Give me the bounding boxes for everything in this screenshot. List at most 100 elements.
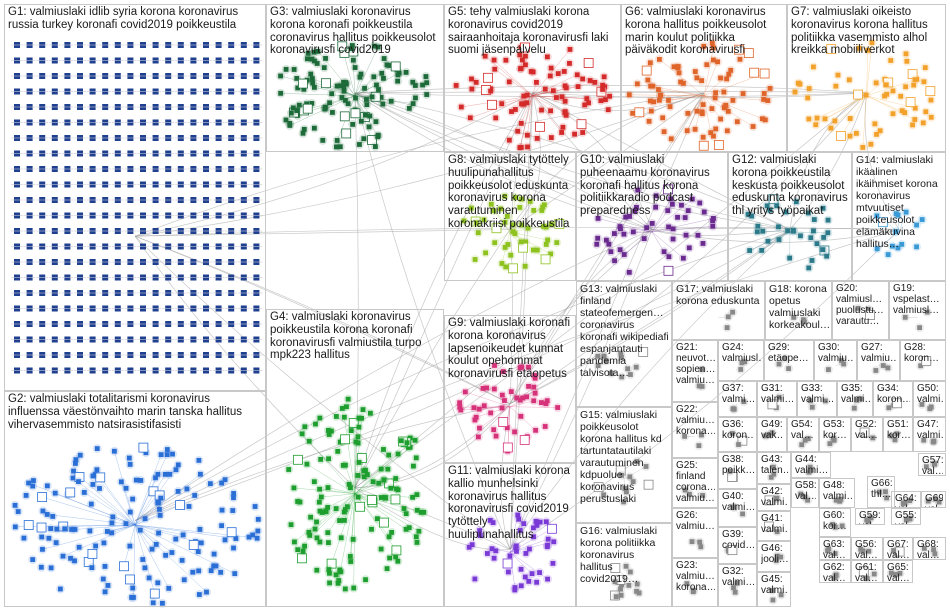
group-label-g54: G54: val… bbox=[791, 419, 816, 441]
group-cell-g12: G12: valmiuslaki korona poikkeustila kes… bbox=[728, 152, 852, 281]
group-cell-g37: G37: valmi… bbox=[718, 381, 757, 417]
group-cell-g52: G52: val… bbox=[851, 417, 883, 452]
group-cell-g15: G15: valmiuslaki poikkeusolot korona hal… bbox=[576, 407, 672, 523]
group-cell-g32: G32: valmi… bbox=[718, 564, 757, 607]
group-cell-g6: G6: valmiuslaki koronavirus korona halli… bbox=[621, 4, 787, 152]
group-cell-g53: G53: kor… bbox=[819, 417, 851, 452]
group-cell-g68: G68: val… bbox=[913, 537, 946, 560]
group-cell-g21: G21: neuvot… sopien… valmiu… bbox=[672, 340, 718, 402]
group-cell-g62: G62: val… bbox=[819, 560, 851, 583]
group-label-g21: G21: neuvot… sopien… valmiu… bbox=[676, 342, 715, 386]
group-label-g35: G35: valmi… bbox=[841, 383, 870, 405]
group-label-g12: G12: valmiuslaki korona poikkeustila kes… bbox=[732, 154, 849, 218]
group-label-g45: G45: valmi… bbox=[761, 574, 788, 596]
group-label-g7: G7: valmiuslaki oikeisto koronavirus kor… bbox=[791, 6, 943, 57]
group-label-g33: G33: valmi… bbox=[801, 383, 834, 405]
group-label-g69: G69: val… bbox=[925, 493, 943, 508]
group-label-g11: G11: valmiuslaki korona kallio munhelsin… bbox=[448, 465, 573, 542]
group-label-g53: G53: kor… bbox=[823, 419, 848, 441]
group-cell-g55: G55: val… bbox=[891, 508, 921, 525]
group-label-g47: G47: valmi… bbox=[917, 419, 943, 441]
group-cell-g22: G22: valmiu… korona… bbox=[672, 402, 718, 458]
group-label-g57: G57: val… bbox=[922, 455, 943, 476]
group-cell-g10: G10: valmiuslaki puheenaamu koronavirus … bbox=[576, 152, 728, 281]
group-label-g29: G29: etäope… bbox=[768, 342, 811, 364]
group-label-g8: G8: valmiuslaki tytöttely huulipunahalli… bbox=[448, 154, 573, 231]
group-label-g49: G49: vak… bbox=[761, 419, 784, 441]
group-cell-g34: G34: koron… bbox=[873, 381, 913, 417]
group-label-g61: G61: val… bbox=[855, 562, 880, 583]
group-label-g64: G64: val… bbox=[895, 493, 918, 508]
group-label-g63: G63: val… bbox=[823, 539, 848, 560]
group-label-g66: G66: thl… bbox=[871, 478, 892, 500]
group-cell-g7: G7: valmiuslaki oikeisto koronavirus kor… bbox=[787, 4, 946, 152]
group-cell-g63: G63: val… bbox=[819, 537, 851, 560]
group-cell-g41: G41: valmi… bbox=[757, 511, 791, 541]
group-label-g23: G23: valmiu… korona… bbox=[676, 560, 715, 593]
group-cell-g19: G19: vspelast… valmiusl… bbox=[889, 281, 946, 340]
group-cell-g31: G31: valmi… bbox=[757, 381, 797, 417]
group-cell-g13: G13: valmiuslaki finland stateofemergen…… bbox=[576, 281, 672, 407]
group-label-g13: G13: valmiuslaki finland stateofemergen…… bbox=[580, 283, 669, 379]
group-label-g16: G16: valmiuslaki korona politiikka koron… bbox=[580, 525, 669, 585]
group-label-g38: G38: poikk… bbox=[722, 454, 754, 476]
group-cell-g30: G30: valmiu… bbox=[814, 340, 857, 381]
group-cell-g16: G16: valmiuslaki korona politiikka koron… bbox=[576, 523, 672, 607]
group-cell-g56: G56: val… bbox=[851, 537, 883, 560]
group-cell-g59: G59: val… bbox=[855, 508, 885, 525]
group-cell-g60: G60: kor… bbox=[819, 508, 851, 537]
group-cell-g64: G64: val… bbox=[891, 491, 921, 508]
group-label-g50: G50: valmi… bbox=[917, 383, 943, 405]
group-label-g9: G9: valmiuslaki koronafi korona koronavi… bbox=[448, 317, 573, 381]
group-cell-g46: G46: jooli… bbox=[757, 541, 791, 572]
group-cell-g54: G54: val… bbox=[787, 417, 819, 452]
group-label-g58: G58: val… bbox=[795, 480, 816, 502]
group-label-g19: G19: vspelast… valmiusl… bbox=[893, 283, 943, 316]
group-label-g48: G48: valmi… bbox=[823, 480, 852, 502]
group-label-g68: G68: val… bbox=[917, 539, 943, 560]
group-cell-g58: G58: val… bbox=[791, 478, 819, 508]
group-label-g4: G4: valmiuslaki koronavirus poikkeustila… bbox=[270, 311, 441, 362]
group-label-g52: G52: val… bbox=[855, 419, 880, 441]
group-label-g26: G26: valmiu… bbox=[676, 510, 715, 532]
group-cell-g67: G67: val… bbox=[883, 537, 913, 560]
group-cell-g27: G27: valmiu… bbox=[857, 340, 900, 381]
group-label-g10: G10: valmiuslaki puheenaamu koronavirus … bbox=[580, 154, 725, 218]
group-label-g2: G2: valmiuslaki totalitarismi koronaviru… bbox=[8, 393, 263, 431]
group-cell-g38: G38: poikk… bbox=[718, 452, 757, 489]
group-cell-g65: G65: val… bbox=[883, 560, 913, 583]
group-cell-g45: G45: valmi… bbox=[757, 572, 791, 607]
group-cell-g3: G3: valmiuslaki koronavirus korona koron… bbox=[266, 4, 444, 152]
group-cell-g28: G28: koron… bbox=[900, 340, 946, 381]
group-label-g5: G5: tehy valmiuslaki korona koronavirus … bbox=[448, 6, 618, 57]
group-label-g28: G28: koron… bbox=[904, 342, 943, 364]
group-label-g15: G15: valmiuslaki poikkeusolot korona hal… bbox=[580, 409, 669, 505]
group-label-g25: G25: finland corona… valmiu… bbox=[676, 460, 715, 504]
group-cell-g11: G11: valmiuslaki korona kallio munhelsin… bbox=[444, 463, 576, 607]
group-cell-g49: G49: vak… bbox=[757, 417, 787, 452]
group-cell-g33: G33: valmi… bbox=[797, 381, 837, 417]
group-cell-g35: G35: valmi… bbox=[837, 381, 873, 417]
group-cell-g24: G24: valmiusl… bbox=[718, 340, 764, 381]
group-label-g31: G31: valmi… bbox=[761, 383, 794, 405]
group-label-g51: G51: kor… bbox=[887, 419, 910, 441]
group-cell-g39: G39: covid… bbox=[718, 527, 757, 564]
group-cell-g26: G26: valmiu… bbox=[672, 508, 718, 558]
group-cell-g17: G17: valmiuslaki korona eduskunta bbox=[672, 281, 765, 340]
group-label-g67: G67: val… bbox=[887, 539, 910, 560]
group-label-g43: G43: talen… bbox=[761, 454, 788, 476]
group-label-g22: G22: valmiu… korona… bbox=[676, 404, 715, 437]
group-label-g60: G60: kor… bbox=[823, 510, 848, 532]
group-label-g30: G30: valmiu… bbox=[818, 342, 854, 364]
group-label-g18: G18: korona opetus valmiuslaki korkeakou… bbox=[769, 283, 829, 331]
group-cell-g36: G36: koron… bbox=[718, 417, 757, 452]
group-cell-g9: G9: valmiuslaki koronafi korona koronavi… bbox=[444, 315, 576, 463]
group-label-g17: G17: valmiuslaki korona eduskunta bbox=[676, 283, 762, 307]
group-label-g46: G46: jooli… bbox=[761, 543, 788, 565]
group-label-g20: G20: valmiusl… puolustu… varautu… bbox=[836, 283, 886, 327]
group-cell-g23: G23: valmiu… korona… bbox=[672, 558, 718, 607]
group-cell-g61: G61: val… bbox=[851, 560, 883, 583]
group-cell-g40: G40: valmi… bbox=[718, 489, 757, 527]
group-cell-g44: G44: valmi… bbox=[791, 452, 831, 478]
group-label-g65: G65: val… bbox=[887, 562, 910, 583]
